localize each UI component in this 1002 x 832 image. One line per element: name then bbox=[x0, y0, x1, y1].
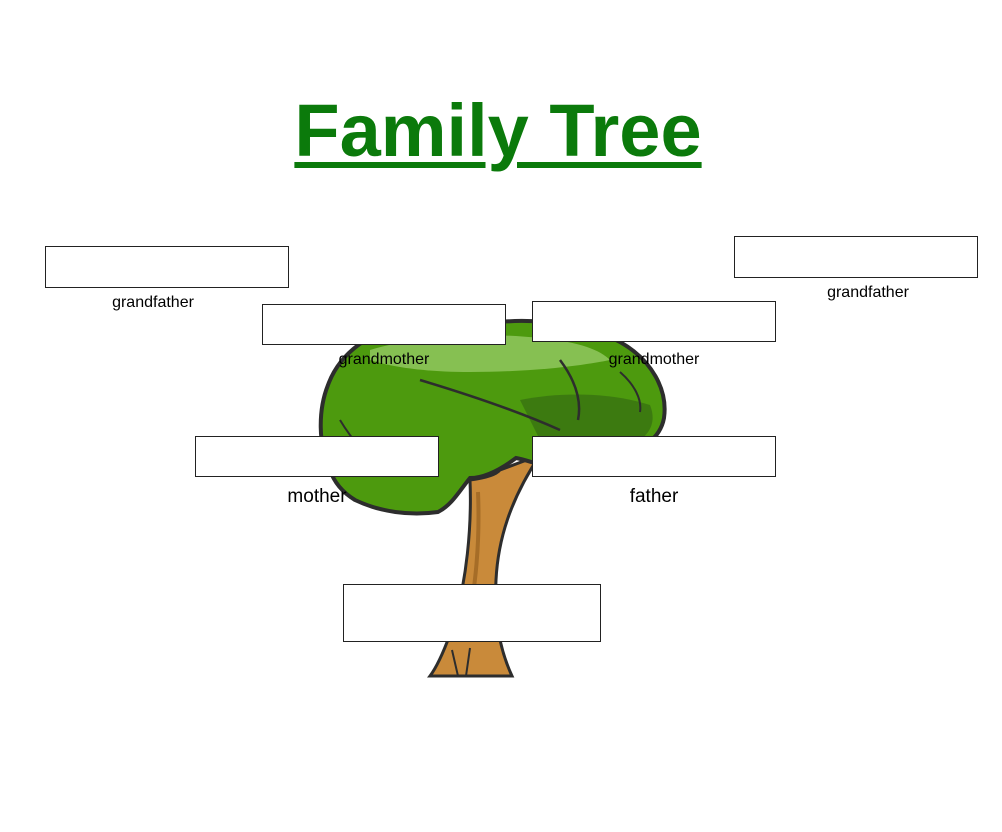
grandfather-right-label: grandfather bbox=[827, 284, 909, 301]
grandfather-left-input[interactable] bbox=[45, 246, 289, 288]
mother-input[interactable] bbox=[195, 436, 439, 477]
grandmother-left-input[interactable] bbox=[262, 304, 506, 345]
grandmother-right-input[interactable] bbox=[532, 301, 776, 342]
grandmother-left-label: grandmother bbox=[338, 351, 430, 368]
grandfather-right-input[interactable] bbox=[734, 236, 978, 278]
father-label: father bbox=[629, 486, 679, 507]
page-title: Family Tree bbox=[0, 88, 996, 174]
father-input[interactable] bbox=[532, 436, 776, 477]
child-input[interactable] bbox=[343, 584, 601, 642]
grandfather-left-label: grandfather bbox=[112, 294, 194, 311]
mother-label: mother bbox=[287, 486, 347, 507]
page-title-text: Family Tree bbox=[294, 89, 702, 172]
grandmother-right-label: grandmother bbox=[608, 351, 700, 368]
